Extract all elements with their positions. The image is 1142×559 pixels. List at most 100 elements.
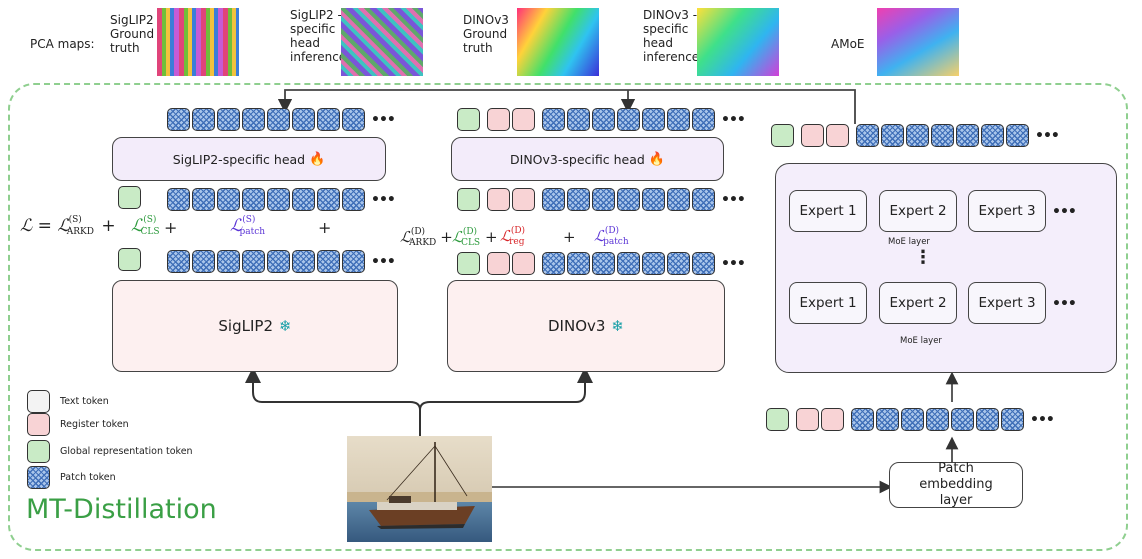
- vertical-ellipsis: ⋮: [914, 247, 932, 268]
- reg-token: [801, 124, 824, 147]
- patch-token: [567, 252, 590, 275]
- patch-token: [956, 124, 979, 147]
- patch-token: [926, 408, 949, 431]
- patch-token: [317, 188, 340, 211]
- patch-token: [242, 188, 265, 211]
- patch-token: [901, 408, 924, 431]
- siglip-encoder-label: SigLIP2: [218, 317, 273, 335]
- reg-token: [512, 188, 535, 211]
- patch-token: [267, 108, 290, 131]
- expert-3: Expert 3: [968, 282, 1046, 324]
- glob-token: [457, 188, 480, 211]
- patch-token: [951, 408, 974, 431]
- reg-token: [826, 124, 849, 147]
- siglip-head-label: SigLIP2-specific head: [172, 151, 306, 167]
- patch-token: [931, 124, 954, 147]
- more-experts: •••: [1052, 296, 1077, 312]
- patch-token: [217, 188, 240, 211]
- expert-3: Expert 3: [968, 190, 1046, 232]
- patch-token: [217, 250, 240, 273]
- patch-token: [342, 108, 365, 131]
- patch-token: [317, 108, 340, 131]
- patch-token: [167, 250, 190, 273]
- patch-token: [667, 108, 690, 131]
- patch-token: [617, 108, 640, 131]
- patch-token: [981, 124, 1004, 147]
- patch-token: [342, 188, 365, 211]
- more-tokens-ellipsis: •••: [1030, 412, 1055, 428]
- patch-token: [642, 108, 665, 131]
- legend-text-token: [27, 390, 50, 413]
- dino-loss-patch: ℒ(D)patch: [594, 226, 629, 247]
- pca-dino-head-inference: [697, 8, 779, 76]
- more-tokens-ellipsis: •••: [721, 112, 746, 128]
- input-image: [347, 436, 492, 542]
- dino-encoder-label: DINOv3: [548, 317, 606, 335]
- pca-label-amoe: AMoE: [831, 37, 865, 51]
- patch-token: [876, 408, 899, 431]
- patch-token: [667, 252, 690, 275]
- expert-1: Expert 1: [789, 190, 867, 232]
- global-token: [118, 186, 141, 209]
- patch-embedding-layer: Patch embedding layer: [889, 461, 1023, 508]
- patch-token: [542, 252, 565, 275]
- patch-token: [317, 250, 340, 273]
- snowflake-icon: ❄: [279, 317, 292, 335]
- patch-token: [592, 188, 615, 211]
- patch-token: [692, 108, 715, 131]
- legend-patch-token-label: Patch token: [60, 472, 116, 483]
- fire-icon: 🔥: [648, 151, 665, 167]
- patch-token: [667, 188, 690, 211]
- siglip-specific-head: SigLIP2-specific head 🔥: [112, 137, 386, 181]
- patch-token: [342, 250, 365, 273]
- glob-token: [457, 252, 480, 275]
- more-tokens-ellipsis: •••: [1035, 128, 1060, 144]
- plus-sign: +: [164, 218, 178, 237]
- patch-token: [642, 252, 665, 275]
- patch-token: [567, 188, 590, 211]
- legend-global-token-label: Global representation token: [60, 446, 193, 457]
- glob-token: [766, 408, 789, 431]
- glob-token: [771, 124, 794, 147]
- plus-sign: +: [485, 228, 498, 246]
- patch-token: [642, 188, 665, 211]
- patch-token: [542, 108, 565, 131]
- global-token: [118, 248, 141, 271]
- pca-amoe: [877, 8, 959, 76]
- reg-token: [512, 252, 535, 275]
- loss-symbol: ℒ: [20, 216, 33, 236]
- patch-token: [1006, 124, 1029, 147]
- moe-layer-label: MoE layer: [900, 336, 942, 346]
- dino-specific-head: DINOv3-specific head 🔥: [451, 137, 724, 181]
- mt-distillation-frame: [8, 83, 1128, 551]
- moe-layer-label: MoE layer: [888, 237, 930, 247]
- patch-token: [192, 108, 215, 131]
- patch-token: [292, 108, 315, 131]
- reg-token: [512, 108, 535, 131]
- dino-encoder: DINOv3 ❄: [447, 280, 725, 372]
- plus-sign: +: [318, 218, 332, 237]
- pca-siglip-ground-truth: [157, 8, 239, 76]
- patch-token: [1001, 408, 1024, 431]
- expert-1: Expert 1: [789, 282, 867, 324]
- pca-maps-label: PCA maps:: [30, 37, 95, 51]
- patch-token: [592, 108, 615, 131]
- expert-2: Expert 2: [879, 282, 957, 324]
- patch-token: [242, 108, 265, 131]
- dino-loss-reg: ℒ(D)reg: [500, 226, 526, 247]
- mt-distillation-title: MT-Distillation: [26, 494, 217, 525]
- plus-sign: +: [563, 228, 576, 246]
- patch-token: [242, 250, 265, 273]
- patch-token: [292, 188, 315, 211]
- patch-token: [881, 124, 904, 147]
- glob-token: [457, 108, 480, 131]
- patch-token: [856, 124, 879, 147]
- patch-token: [192, 250, 215, 273]
- more-tokens-ellipsis: •••: [371, 254, 396, 270]
- fire-icon: 🔥: [309, 151, 326, 167]
- patch-token: [292, 250, 315, 273]
